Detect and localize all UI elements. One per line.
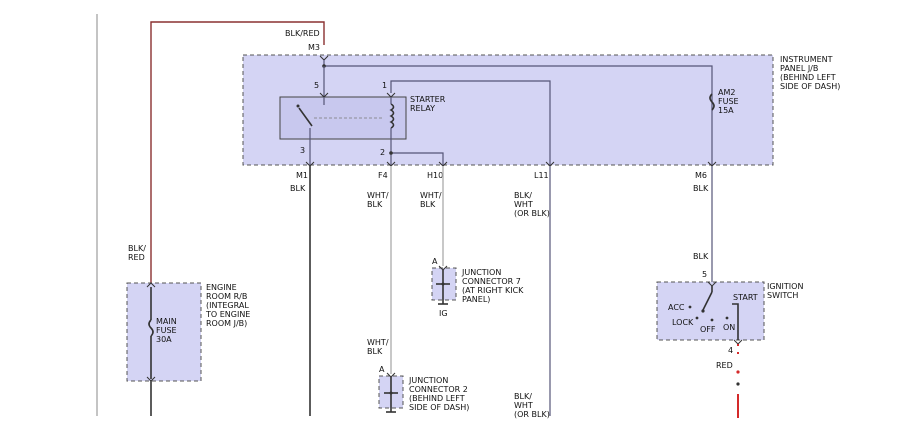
wire-color-f4-lower: WHT/BLK <box>367 338 389 356</box>
terminal-relay-1: 1 <box>382 81 387 90</box>
relay1-to-l11 <box>390 80 551 165</box>
wire-color-ign-5: BLK <box>693 252 709 261</box>
ignition-switch-box <box>656 281 765 341</box>
jc7-dot <box>441 282 445 286</box>
terminal-ign-4: 4 <box>728 346 733 355</box>
terminal-h10: H10 <box>427 171 443 180</box>
main-fuse-top-connector <box>146 282 156 288</box>
ign-on-label: ON <box>723 323 735 332</box>
ign-pivot <box>701 309 705 313</box>
main-fuse-symbol <box>148 319 154 337</box>
jc7-ground-label: IG <box>439 309 448 318</box>
wire-color-m6: BLK <box>693 184 709 193</box>
ign4-dot-2 <box>736 382 740 386</box>
ign-acc-label: ACC <box>668 303 685 312</box>
wire-color-m3: BLK/RED <box>285 29 320 38</box>
engine-room-rb-box <box>126 282 202 382</box>
ign-on-contact <box>725 316 729 320</box>
ign4-dot-1 <box>736 370 740 374</box>
relay-switch-pivot <box>296 104 300 108</box>
wire-color-ign-4: RED <box>716 361 733 370</box>
terminal-m6: M6 <box>695 171 707 180</box>
relay2-to-h10 <box>391 152 444 165</box>
am2-fuse-symbol <box>709 93 715 111</box>
relay-coil <box>389 103 395 129</box>
ign-off-label: OFF <box>700 325 716 334</box>
wire-color-l11-lower: BLK/WHT(OR BLK) <box>514 392 550 419</box>
terminal-l11: L11 <box>534 171 549 180</box>
jc2-dot <box>389 391 393 395</box>
blk-red-wire-main <box>150 21 325 283</box>
ign4-connector <box>733 339 743 345</box>
terminal-relay-2: 2 <box>380 148 385 157</box>
wire-color-l11: BLK/WHT(OR BLK) <box>514 191 550 218</box>
terminal-relay-5: 5 <box>314 81 319 90</box>
junction-dot-relay2 <box>389 151 393 155</box>
jc2-terminal-a: A <box>379 365 385 374</box>
terminal-m3: M3 <box>308 43 320 52</box>
terminal-ign-5: 5 <box>702 270 707 279</box>
terminal-m1: M1 <box>296 171 308 180</box>
terminal-relay-3: 3 <box>300 146 305 155</box>
ign-lock-contact <box>695 316 699 320</box>
jb-bus-top <box>323 60 713 165</box>
ign-start-label: START <box>733 293 758 302</box>
ign-off-contact <box>710 318 714 322</box>
starter-relay-box <box>279 96 407 140</box>
wire-color-f4: WHT/BLK <box>367 191 389 209</box>
ign-lock-label: LOCK <box>672 318 694 327</box>
wire-color-main-fuse-top: BLK/RED <box>128 244 146 262</box>
wire-color-m1: BLK <box>290 184 306 193</box>
ign-start-contact <box>732 303 739 340</box>
wire-color-h10: WHT/BLK <box>420 191 442 209</box>
ign-switch-arm <box>702 291 713 311</box>
relay-switch-arm <box>298 107 313 127</box>
terminal-f4: F4 <box>378 171 388 180</box>
jc7-terminal-a: A <box>432 257 438 266</box>
ign-acc-contact <box>688 305 692 309</box>
